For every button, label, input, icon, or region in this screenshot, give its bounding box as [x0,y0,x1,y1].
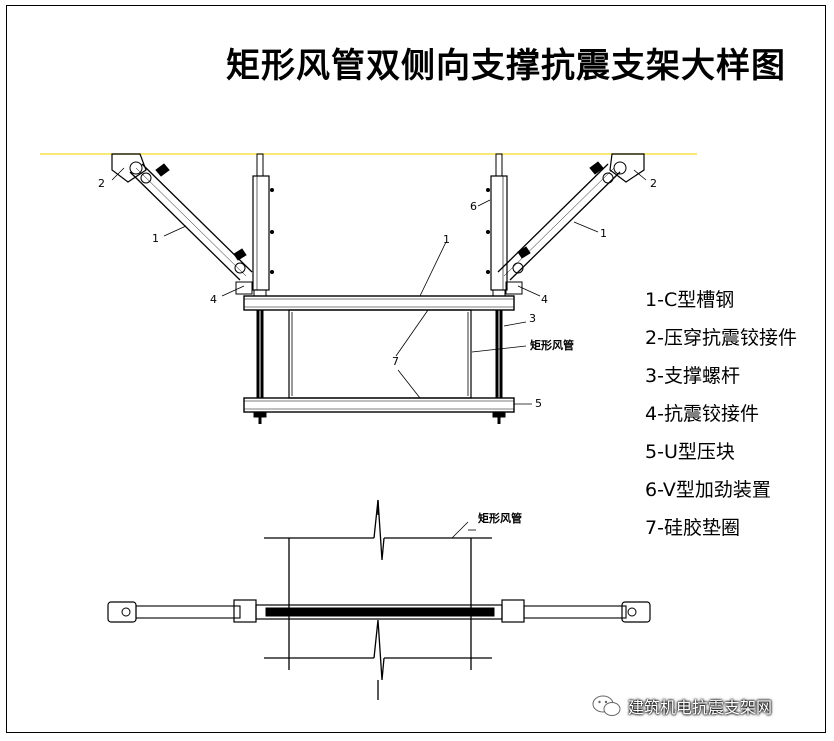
callout-5: 5 [535,397,542,410]
vertical-hanger-right [486,153,508,291]
legend-item: 1-C型槽钢 [645,289,735,311]
callout-1-right: 1 [600,227,607,240]
callout-2-left: 2 [98,177,105,190]
watermark: 建筑机电抗震支架网 [592,694,772,718]
callout-2-right: 2 [650,177,657,190]
duct-label-plan: 矩形风管 [478,512,522,525]
callout-1-left: 1 [152,232,159,245]
legend-item: 4-抗震铰接件 [645,403,759,425]
wechat-icon [592,695,621,716]
support-rod-right [492,289,506,424]
vertical-hanger-left [252,153,274,291]
diagonal-brace-right [497,153,645,295]
callout-6: 6 [470,200,477,213]
component-legend: 1-C型槽钢 2-压穿抗震铰接件 3-支撑螺杆 4-抗震铰接件 5-U型压块 6… [645,288,797,554]
callout-4-left: 4 [210,293,217,306]
support-rod-left [253,289,267,424]
legend-item: 7-硅胶垫圈 [645,517,740,539]
plan-bracing-bar [107,521,651,623]
callout-3: 3 [529,312,536,325]
top-c-channel [243,295,515,311]
bottom-c-channel [243,397,515,413]
watermark-text: 建筑机电抗震支架网 [628,698,773,717]
diagonal-brace-left [111,153,253,295]
legend-item: 2-压穿抗震铰接件 [645,327,797,349]
legend-item: 3-支撑螺杆 [645,365,740,387]
callout-1-center: 1 [443,233,450,246]
drawing-title: 矩形风管双侧向支撑抗震支架大样图 [226,46,786,86]
drawing-frame [6,5,826,733]
callout-4-right: 4 [541,293,548,306]
legend-item: 5-U型压块 [645,441,735,463]
legend-item: 6-V型加劲装置 [645,479,771,501]
callout-7: 7 [392,355,399,368]
leader-lines [111,167,647,405]
duct-plan-outline [264,499,492,700]
rectangular-duct-section [288,309,472,399]
duct-label-elevation: 矩形风管 [530,339,574,352]
